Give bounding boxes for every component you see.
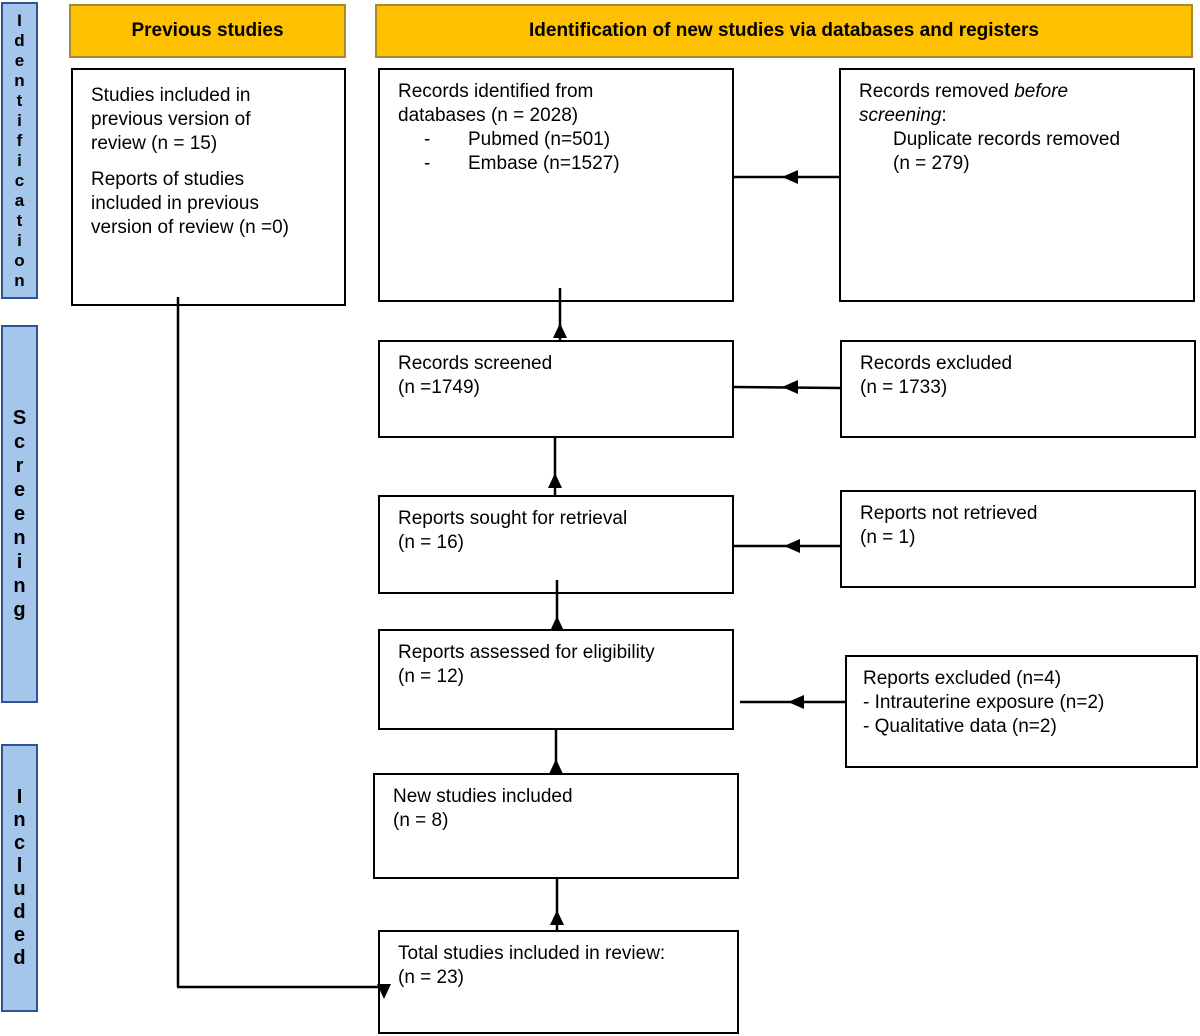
new-included-line-2: (n = 8) xyxy=(393,810,449,831)
header-new-label: Identification of new studies via databa… xyxy=(529,20,1039,41)
removed-line-4: (n = 279) xyxy=(893,153,970,174)
removed-line-3: Duplicate records removed xyxy=(893,129,1121,150)
reports-not-retrieved-box: Reports not retrieved (n = 1) xyxy=(840,490,1196,588)
records-identified-box: Records identified from databases (n = 2… xyxy=(378,68,734,302)
arrowhead-previous-total xyxy=(377,984,391,999)
identified-item-pubmed: -Pubmed (n=501) xyxy=(424,129,611,150)
arrowhead-screened-sought xyxy=(548,473,562,488)
screened-line-1: Records screened xyxy=(398,353,553,374)
arrowhead-new-total xyxy=(550,910,564,925)
arrowhead-removed-identified xyxy=(782,170,798,184)
new-studies-included-box: New studies included (n = 8) xyxy=(373,773,739,879)
total-line-2: (n = 23) xyxy=(398,967,465,988)
excluded-line-1: Records excluded xyxy=(860,353,1013,374)
arrowhead-sought-assessed xyxy=(550,616,564,631)
previous-line-6: version of review (n =0) xyxy=(91,217,289,238)
not-retrieved-line-1: Reports not retrieved xyxy=(860,503,1038,524)
previous-studies-box: Studies included in previous version of … xyxy=(71,68,346,306)
new-included-line-1: New studies included xyxy=(393,786,573,807)
previous-line-5: included in previous xyxy=(91,193,259,214)
arrowhead-assessed-new xyxy=(549,759,563,774)
sought-line-2: (n = 16) xyxy=(398,532,465,553)
records-removed-box: Records removed before screening: Duplic… xyxy=(839,68,1195,302)
previous-line-2: previous version of xyxy=(91,109,251,130)
identified-line-2: databases (n = 2028) xyxy=(398,105,579,126)
arrowhead-identified-screened xyxy=(553,323,567,338)
total-line-1: Total studies included in review: xyxy=(398,943,666,964)
removed-line-2: screening: xyxy=(859,105,947,126)
arrowhead-reportsexcluded-assessed xyxy=(788,695,804,709)
header-previous-studies: Previous studies xyxy=(69,4,346,58)
reports-excluded-line-2: - Intrauterine exposure (n=2) xyxy=(863,692,1105,713)
header-new-studies: Identification of new studies via databa… xyxy=(375,4,1193,58)
header-previous-label: Previous studies xyxy=(131,20,284,41)
arrowhead-notretrieved-sought xyxy=(784,539,800,553)
not-retrieved-line-2: (n = 1) xyxy=(860,527,916,548)
screened-line-2: (n =1749) xyxy=(398,377,480,398)
assessed-line-2: (n = 12) xyxy=(398,666,465,687)
identified-line-1: Records identified from xyxy=(398,81,594,102)
arrowhead-excluded-screened xyxy=(782,380,798,394)
excluded-line-2: (n = 1733) xyxy=(860,377,948,398)
records-excluded-box: Records excluded (n = 1733) xyxy=(840,340,1196,438)
identified-item-embase: -Embase (n=1527) xyxy=(424,153,620,174)
sought-line-1: Reports sought for retrieval xyxy=(398,508,628,529)
removed-line-1: Records removed before xyxy=(859,81,1069,102)
previous-line-1: Studies included in xyxy=(91,85,251,106)
previous-line-3: review (n = 15) xyxy=(91,133,218,154)
reports-excluded-line-3: - Qualitative data (n=2) xyxy=(863,716,1057,737)
reports-excluded-line-1: Reports excluded (n=4) xyxy=(863,668,1062,689)
previous-line-4: Reports of studies xyxy=(91,169,245,190)
reports-excluded-box: Reports excluded (n=4) - Intrauterine ex… xyxy=(845,655,1198,768)
total-studies-included-box: Total studies included in review: (n = 2… xyxy=(378,930,739,1034)
assessed-line-1: Reports assessed for eligibility xyxy=(398,642,655,663)
